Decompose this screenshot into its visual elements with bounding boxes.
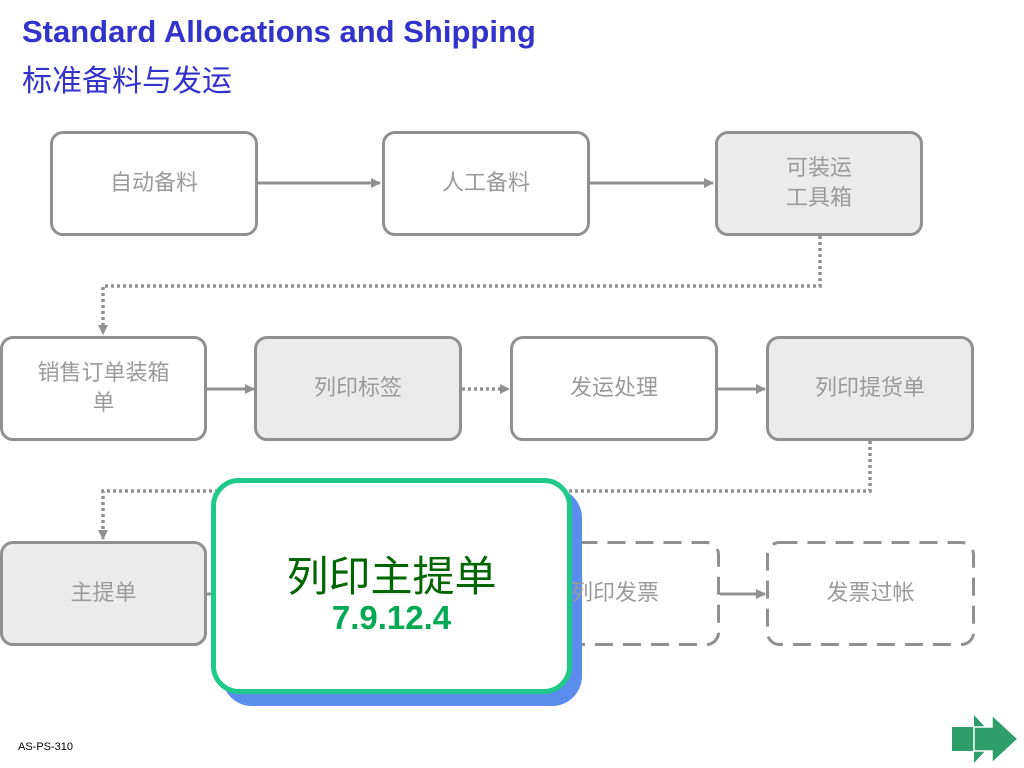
invoice-posting-dashed-border: [766, 541, 975, 646]
invoice-posting-label: 发票过帐: [826, 580, 915, 606]
print-labels-label: 列印标签: [313, 375, 402, 401]
page-title: Standard Allocations and Shipping: [22, 14, 536, 49]
sales-order-packing-label: 销售订单装箱 单: [37, 360, 170, 416]
sales-order-packing-box[interactable]: 销售订单装箱 单: [0, 336, 207, 441]
page-subtitle: 标准备料与发运: [22, 64, 232, 99]
ship-processing-box[interactable]: 发运处理: [510, 336, 718, 441]
manual-allocation-box[interactable]: 人工备料: [382, 131, 590, 236]
callout-label: 列印主提单: [286, 552, 497, 601]
next-slide-button[interactable]: [952, 713, 1022, 765]
auto-allocation-label: 自动备料: [109, 170, 198, 196]
arrow-toolbox-to-packing: [98, 236, 822, 335]
print-bill-of-lading-label: 列印提货单: [814, 375, 925, 401]
shippable-toolbox-label: 可装运 工具箱: [785, 155, 852, 211]
print-invoice-label: 列印发票: [570, 580, 659, 606]
master-bill-label: 主提单: [70, 580, 137, 606]
print-labels-box[interactable]: 列印标签: [254, 336, 462, 441]
double-chevron-right-icon: [952, 713, 1020, 765]
shippable-toolbox-box[interactable]: 可装运 工具箱: [715, 131, 923, 236]
auto-allocation-box[interactable]: 自动备料: [50, 131, 258, 236]
print-bill-of-lading-box[interactable]: 列印提货单: [766, 336, 974, 441]
callout-section-number: 7.9.12.4: [331, 599, 452, 636]
manual-allocation-label: 人工备料: [441, 170, 530, 196]
invoice-posting-box[interactable]: 发票过帐: [766, 541, 975, 646]
master-bill-box[interactable]: 主提单: [0, 541, 207, 646]
slide-code: AS-PS-310: [18, 741, 74, 753]
print-master-bill-callout[interactable]: 列印主提单 7.9.12.4: [211, 478, 572, 694]
ship-processing-label: 发运处理: [569, 375, 658, 401]
